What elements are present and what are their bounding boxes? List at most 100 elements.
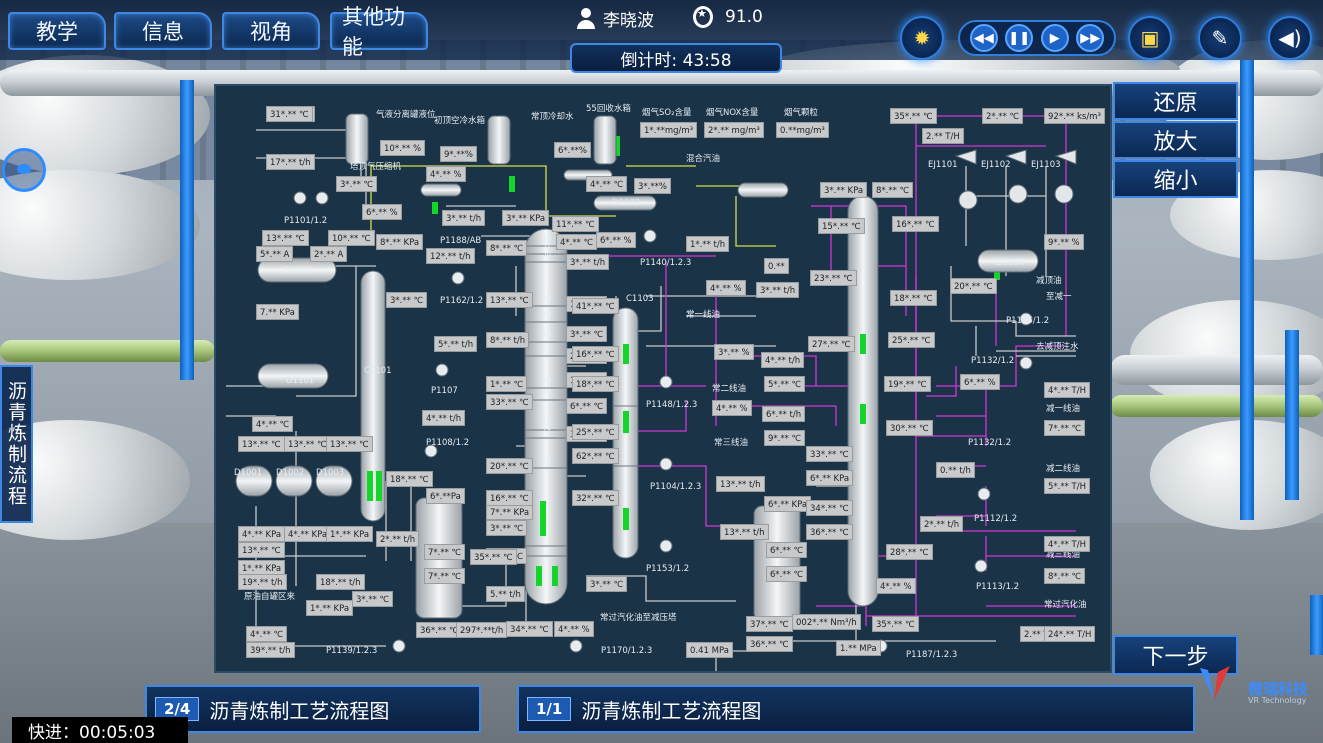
tab-other-functions[interactable]: 其他功能	[330, 5, 428, 59]
diagram-value-readout: 7*.** ℃	[424, 544, 466, 560]
tray-number: 40	[542, 294, 551, 302]
tray-number: 50	[542, 250, 551, 258]
diagram-label: P1140/1.2.3	[640, 258, 692, 268]
diagram-value-readout: 9*.** ℃	[764, 430, 806, 446]
diagram-value-readout: 0.41 MPa	[686, 642, 733, 658]
diagram-value-readout: 25*.** ℃	[888, 332, 935, 348]
speaker-icon[interactable]: ◀)	[1268, 16, 1312, 60]
diagram-label: 至减一	[1046, 292, 1072, 302]
diagram-value-readout: 36*.** ℃	[806, 524, 853, 540]
diagram-label: 减三线油	[1046, 550, 1081, 560]
tray-number: 31	[542, 344, 551, 352]
diagram-value-readout: 13*.** ℃	[238, 436, 285, 452]
diagram-value-readout: 8*.** KPa	[376, 234, 424, 250]
diagram-value-readout: 36*.** ℃	[746, 636, 793, 652]
diagram-value-readout: 6*.** %	[362, 204, 402, 220]
diagram-value-readout: 5*.** t/h	[434, 336, 478, 352]
tray-number: 51	[542, 242, 551, 250]
lightbulb-icon[interactable]: ✹	[900, 16, 944, 60]
diagram-value-readout: 1.** MPa	[836, 640, 881, 656]
diagram-label: P1113/1.2	[976, 582, 1020, 592]
diagram-value-readout: 39*.** t/h	[246, 642, 295, 658]
fast-forward-timestamp: 快进：00:05:03	[12, 717, 188, 743]
diagram-label: 混合汽油	[686, 154, 721, 164]
play-icon[interactable]: ▶	[1040, 24, 1069, 52]
tray-number: 21	[542, 418, 551, 426]
rewind-icon[interactable]: ◀◀	[969, 24, 998, 52]
diagram-value-readout: 4*.** ℃	[252, 416, 294, 432]
diagram-label: P1107	[431, 386, 458, 396]
logo-en: VR Technology	[1248, 696, 1307, 705]
diagram-value-readout: 1*.**mg/m³	[640, 122, 698, 138]
diagram-value-readout: 6*.** ℃	[566, 398, 608, 414]
restore-button[interactable]: 还原	[1113, 82, 1238, 120]
diagram-label: D1104	[996, 258, 1025, 268]
diagram-label: D1152	[284, 266, 313, 276]
diagram-label: 去减顶注水	[1036, 342, 1079, 352]
shrink-button[interactable]: 缩小	[1113, 160, 1238, 198]
diagram-value-readout: 7.** KPa	[256, 304, 299, 320]
diagram-value-readout: 1*.** KPa	[326, 526, 374, 542]
diagram-value-readout: 17*.** t/h	[266, 154, 315, 170]
bookmark-icon[interactable]: ▣	[1128, 16, 1172, 60]
diagram-value-readout: 0.**	[764, 258, 789, 274]
diagram-label: D1003	[316, 468, 345, 478]
diagram-value-readout: 35*.** ℃	[890, 108, 937, 124]
diagram-value-readout: 10*.** ℃	[328, 230, 375, 246]
diagram-label: 常顶冷却水	[531, 112, 574, 122]
diagram-value-readout: 30*.** ℃	[886, 420, 933, 436]
user-name: 李晓波	[603, 11, 654, 31]
tray-number: 52	[542, 234, 551, 242]
diagram-value-readout: 4*.** T/H	[1044, 536, 1091, 552]
next-step-button[interactable]: 下一步	[1113, 635, 1238, 675]
diagram-label: 55回收水箱	[586, 104, 631, 114]
diagram-value-readout: 6*.**Pa	[426, 488, 465, 504]
diagram-value-readout: 4*.** %	[554, 621, 594, 637]
diagram-label: 烟气SO₂含量	[642, 108, 692, 118]
diagram-value-readout: 8*.** ℃	[1044, 568, 1086, 584]
diagram-value-readout: 34*.** ℃	[506, 621, 553, 637]
fast-forward-icon[interactable]: ▶▶	[1076, 24, 1105, 52]
diagram-value-readout: 33*.** ℃	[806, 446, 853, 462]
diagram-value-readout: 0.** t/h	[936, 462, 975, 478]
medal-icon	[693, 6, 713, 28]
pause-icon[interactable]: ❚❚	[1005, 24, 1034, 52]
pager-title: 沥青炼制工艺流程图	[581, 698, 762, 723]
diagram-value-readout: 19*.** ℃	[884, 376, 931, 392]
diagram-value-readout: 3*.** ℃	[566, 326, 608, 342]
user-info: 李晓波	[575, 6, 654, 31]
diagram-value-readout: 28*.** ℃	[886, 544, 933, 560]
pager-title: 沥青炼制工艺流程图	[209, 698, 390, 723]
diagram-value-readout: 3*.** %	[714, 344, 754, 360]
diagram-value-readout: 5*.** A	[256, 246, 294, 262]
tray-number: 18	[542, 456, 551, 464]
diagram-value-readout: 3*.** KPa	[820, 182, 868, 198]
diagram-label: P1108/1.2	[426, 438, 470, 448]
document-icon[interactable]: ✎	[1198, 16, 1242, 60]
tab-teaching[interactable]: 教学	[8, 12, 106, 50]
enlarge-button[interactable]: 放大	[1113, 121, 1238, 159]
diagram-value-readout: 6*.**%	[554, 142, 591, 158]
diagram-label: P1188/AB	[440, 236, 482, 246]
diagram-value-readout: 4*.** KPa	[284, 526, 332, 542]
diagram-value-readout: 16*.** ℃	[486, 490, 533, 506]
diagram-value-readout: 25*.** ℃	[572, 424, 619, 440]
diagram-label: 常过汽化油至减压塔	[600, 613, 677, 623]
diagram-value-readout: 13*.** ℃	[486, 292, 533, 308]
diagram-value-readout: 4*.** %	[706, 280, 746, 296]
diagram-label: D1102	[612, 198, 641, 208]
diagram-value-readout: 32*.** ℃	[572, 490, 619, 506]
column-c1101	[360, 270, 386, 522]
tab-info[interactable]: 信息	[114, 12, 212, 50]
tab-view[interactable]: 视角	[222, 12, 320, 50]
search-eye-icon[interactable]	[2, 148, 46, 192]
diagram-label: 常三线油	[714, 438, 749, 448]
diagram-value-readout: 35*.** ℃	[872, 616, 919, 632]
page-indicator[interactable]: 1/1	[527, 697, 572, 721]
diagram-label: 减一线油	[1046, 404, 1081, 414]
diagram-label: 常过汽化油	[1044, 600, 1087, 610]
diagram-label: D1002	[276, 468, 305, 478]
side-label: 沥青炼制流程	[0, 365, 33, 523]
diagram-label: P1139/1.2.3	[326, 646, 378, 656]
diagram-value-readout: 34*.** ℃	[806, 500, 853, 516]
